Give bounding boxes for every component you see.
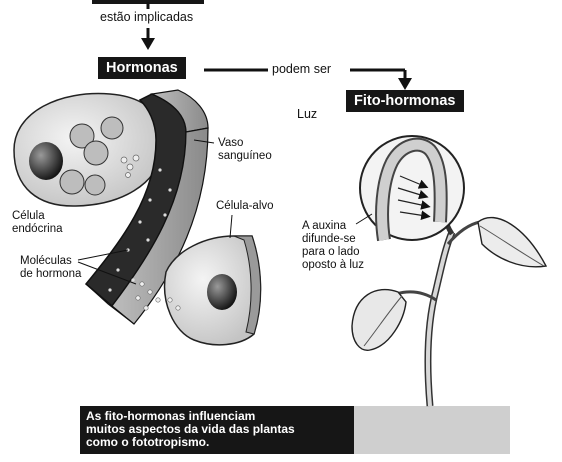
blood-vessel-label-line: sanguíneo [218, 150, 272, 163]
endocrine-cell-label-line: endócrina [12, 223, 63, 236]
auxin-note-line: oposto à luz [302, 259, 364, 272]
endocrine-cell [14, 94, 163, 207]
auxin-note-line: difunde-se [302, 233, 364, 246]
blood-vessel-label: Vaso sanguíneo [218, 137, 272, 163]
hormone-molecules-label-line: Moléculas [20, 255, 81, 268]
caption-line: como o fototropismo. [86, 436, 348, 449]
caption-box: As fito-hormonas influenciam muitos aspe… [80, 406, 354, 454]
endocrine-cell-label: Célula endócrina [12, 210, 63, 236]
auxin-note: A auxina difunde-se para o lado oposto à… [302, 220, 364, 272]
endocrine-cell-label-line: Célula [12, 210, 63, 223]
hormone-molecules-label: Moléculas de hormona [20, 255, 81, 281]
top-connector [92, 0, 204, 50]
target-cell-label: Célula-alvo [216, 200, 274, 213]
phyto-hormones-box: Fito-hormonas [346, 90, 464, 112]
hormones-box: Hormonas [98, 57, 186, 79]
blood-vessel-label-line: Vaso [218, 137, 272, 150]
light-label: Luz [297, 107, 317, 121]
auxin-note-line: A auxina [302, 220, 364, 233]
magnified-shoot [356, 136, 464, 240]
auxin-note-line: para o lado [302, 246, 364, 259]
implied-label: estão implicadas [100, 10, 193, 24]
hormone-molecules-label-line: de hormona [20, 268, 81, 281]
can-be-label: podem ser [272, 62, 331, 76]
